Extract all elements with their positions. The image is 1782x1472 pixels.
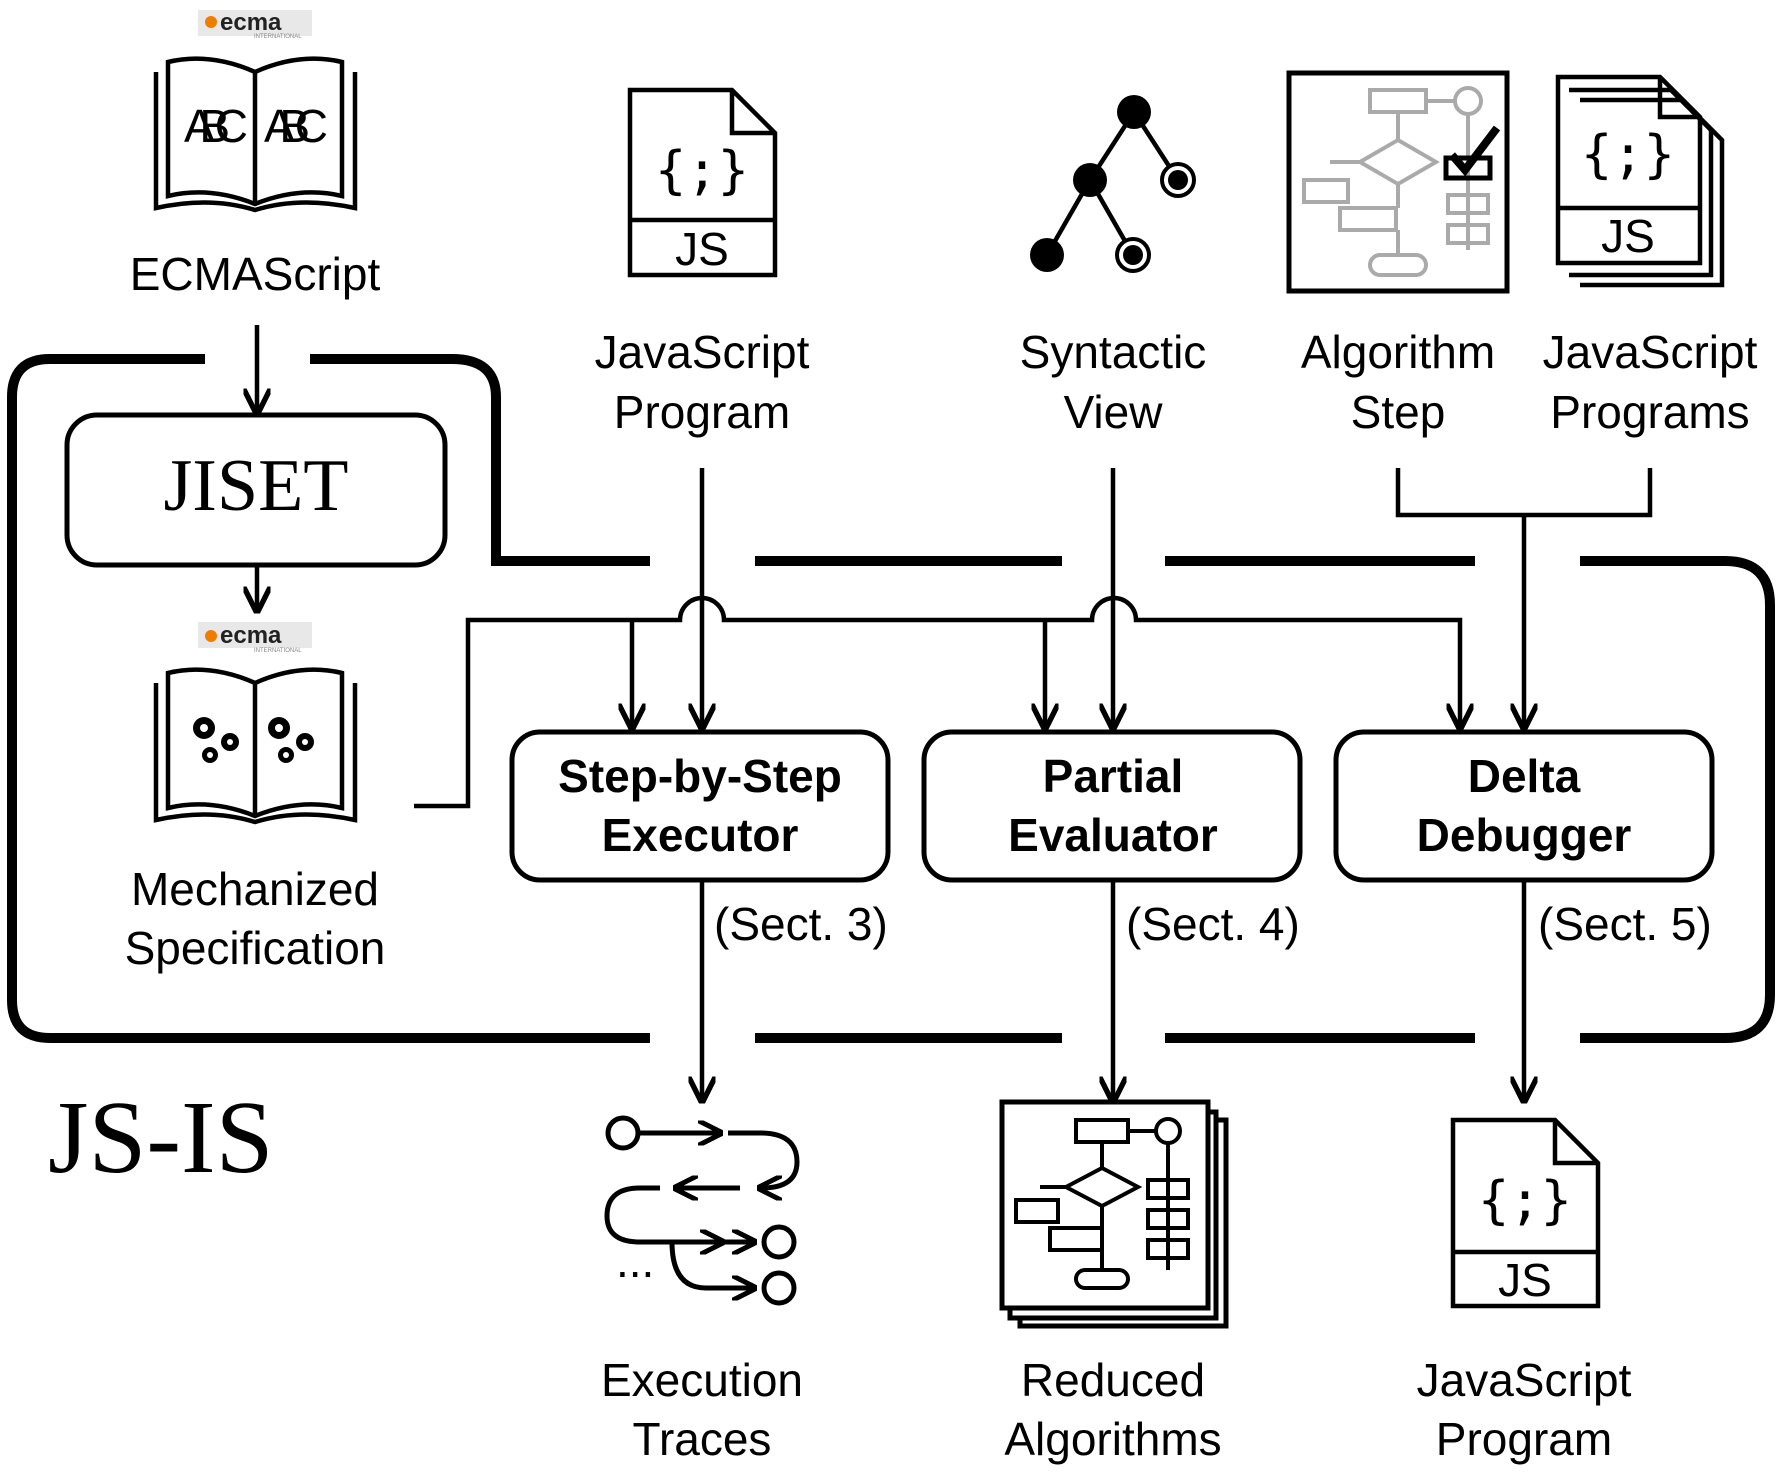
syntax-tree-icon [1030,95,1196,273]
svg-text:{;}: {;} [655,141,749,201]
mechanized-book-icon [153,667,358,825]
jiset-box: JISET [64,412,448,568]
reduced-label-1: Reduced [1021,1354,1205,1406]
sect-3-label: (Sect. 3) [714,898,888,950]
js-file-icon-output: {;} JS [1450,1117,1601,1309]
svg-text:JS: JS [675,223,729,275]
sect-4-label: (Sect. 4) [1126,898,1300,950]
svg-text:ecma: ecma [220,9,282,36]
step-by-step-executor-box: Step-by-Step Executor [509,729,891,883]
reduced-label-2: Algorithms [1004,1413,1221,1465]
svg-text:{;}: {;} [1478,1171,1572,1231]
execution-traces-icon [604,1115,800,1306]
svg-text:Debugger: Debugger [1417,809,1632,861]
svg-text:JS: JS [1601,210,1655,262]
js-programs-label-2: Programs [1550,386,1749,438]
mechanized-label-2: Specification [125,922,386,974]
svg-text:Executor: Executor [602,809,799,861]
svg-text:INTERNATIONAL: INTERNATIONAL [254,648,302,654]
reduced-algorithms-icon [999,1099,1229,1329]
js-is-label: JS-IS [48,1080,273,1195]
svg-text:Step-by-Step: Step-by-Step [558,750,842,802]
partial-evaluator-box: Partial Evaluator [921,729,1303,883]
svg-text:Evaluator: Evaluator [1008,809,1218,861]
ecma-logo-mid: ecma INTERNATIONAL [198,622,312,654]
delta-debugger-box: Delta Debugger [1333,729,1715,883]
syntactic-label-1: Syntactic [1020,326,1207,378]
js-program-label-2: Program [614,386,790,438]
syntactic-label-2: View [1064,386,1164,438]
mechanized-label-1: Mechanized [131,863,379,915]
algorithm-label-2: Step [1351,386,1446,438]
js-program-output-label-2: Program [1436,1413,1612,1465]
algorithm-step-icon [1286,70,1510,294]
traces-label-1: Execution [601,1354,803,1406]
svg-text:JISET: JISET [164,445,349,527]
js-file-icon-top: {;} JS [627,87,778,278]
svg-text:ABC: ABC [264,100,328,152]
book-icon: ABC ABC [153,56,358,213]
svg-text:JS: JS [1498,1254,1552,1306]
merge-bracket [1395,468,1653,725]
js-programs-label-1: JavaScript [1543,326,1758,378]
trace-ellipsis: ... [616,1235,654,1287]
sect-5-label: (Sect. 5) [1538,898,1712,950]
svg-text:ABC: ABC [184,100,248,152]
algorithm-label-1: Algorithm [1301,326,1495,378]
spec-distribution-line [414,595,1460,809]
svg-text:ecma: ecma [220,622,282,649]
svg-text:{;}: {;} [1581,125,1675,185]
svg-text:Partial: Partial [1043,750,1184,802]
svg-text:INTERNATIONAL: INTERNATIONAL [254,34,302,40]
js-files-stack-icon: {;} JS [1555,74,1725,288]
ecmascript-label: ECMAScript [130,248,381,300]
js-is-boundary [7,354,1775,1043]
gear-icon [193,717,314,763]
js-program-output-label-1: JavaScript [1417,1354,1632,1406]
js-program-label-1: JavaScript [595,326,810,378]
svg-text:Delta: Delta [1468,750,1581,802]
ecma-logo-top: ecma INTERNATIONAL [198,9,312,40]
traces-label-2: Traces [633,1413,772,1465]
